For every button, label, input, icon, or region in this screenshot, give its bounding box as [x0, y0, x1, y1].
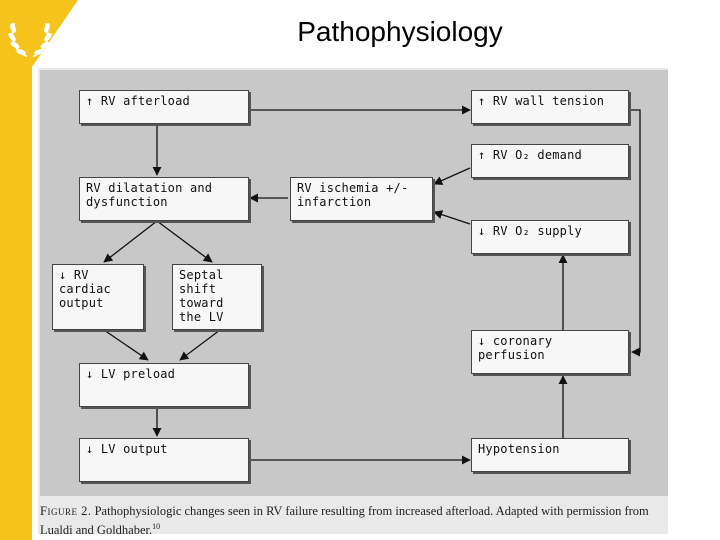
edge-rv-output-to-lv-preload: [103, 329, 149, 361]
edge-dilatation-to-septal-shift: [156, 220, 213, 263]
accent-band-left: [0, 0, 32, 540]
node-rv-o2-supply: ↓ RV O₂ supply: [471, 220, 629, 254]
edge-septal-shift-to-lv-preload: [179, 329, 221, 361]
caption-reference: 10: [152, 522, 161, 531]
edge-supply-to-ischemia: [433, 210, 471, 225]
node-rv-wall-tension: ↑ RV wall tension: [471, 90, 629, 124]
caption-text: Pathophysiologic changes seen in RV fail…: [40, 504, 649, 538]
caption-label: Figure 2.: [40, 504, 92, 518]
node-lv-output: ↓ LV output: [79, 438, 249, 482]
slide-title: Pathophysiology: [297, 16, 503, 47]
node-rv-ischemia: RV ischemia +/- infarction: [290, 177, 433, 221]
node-rv-dilatation: RV dilatation and dysfunction: [79, 177, 249, 221]
edge-demand-to-ischemia: [433, 167, 471, 185]
edge-dilatation-to-rv-output: [103, 220, 158, 263]
laurel-wreath-icon: [8, 23, 52, 57]
node-rv-o2-demand: ↑ RV O₂ demand: [471, 144, 629, 178]
node-septal-shift: Septal shift toward the LV: [172, 264, 262, 330]
figure-caption: Figure 2. Pathophysiologic changes seen …: [40, 504, 670, 538]
node-rv-afterload: ↑ RV afterload: [79, 90, 249, 124]
node-rv-cardiac-output: ↓ RV cardiac output: [52, 264, 144, 330]
node-lv-preload: ↓ LV preload: [79, 363, 249, 407]
edge-wall-tension-to-coronary: [628, 109, 641, 357]
node-coronary-perfusion: ↓ coronary perfusion: [471, 330, 629, 374]
node-hypotension: Hypotension: [471, 438, 629, 472]
